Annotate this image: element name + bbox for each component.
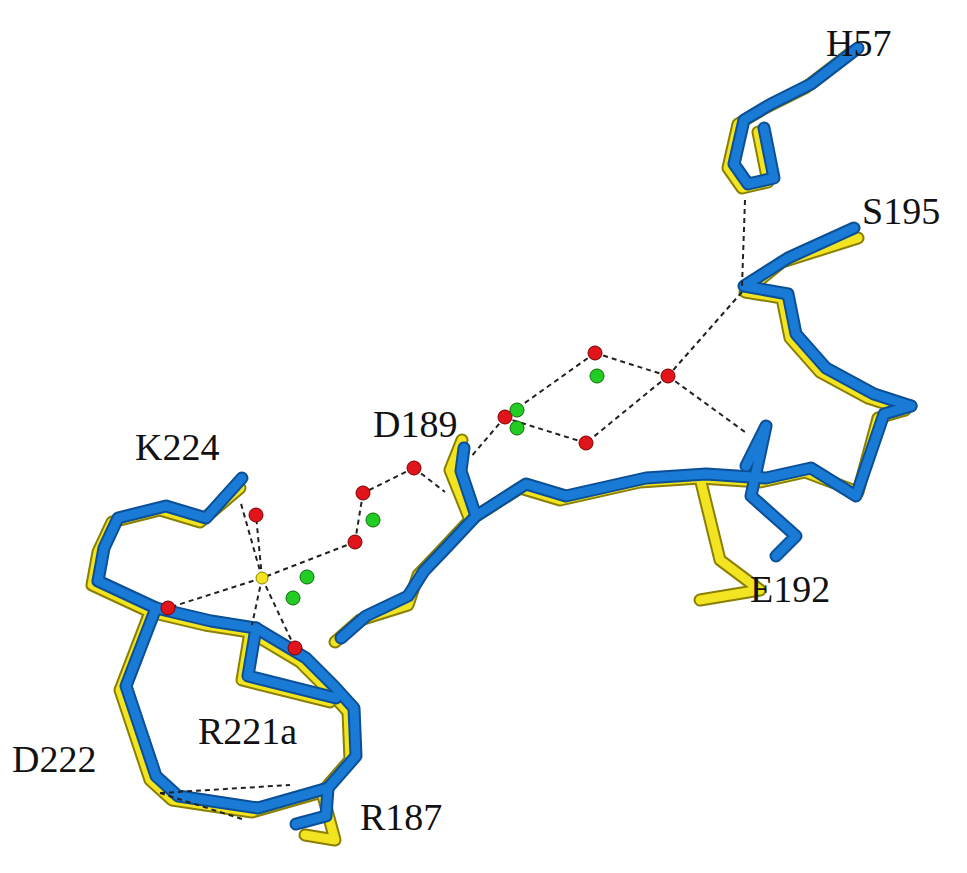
yellow-sticks [92,52,905,840]
hydrogen-bonds [160,200,745,820]
yellow-ion [256,572,268,584]
water-spheres [161,346,675,655]
residue-label: D222 [10,740,98,778]
residue-label: S195 [860,192,942,230]
green-spheres [286,369,604,605]
residue-label: R221a [196,712,299,750]
residue-label: K224 [133,428,221,466]
yellow-sticks-outline [92,52,905,840]
residue-label: H57 [824,24,893,62]
blue-sticks [98,48,911,824]
blue-sticks-outline [98,48,911,824]
residue-label: E192 [748,570,832,608]
residue-label: R187 [358,798,444,836]
residue-label: D189 [371,405,459,443]
